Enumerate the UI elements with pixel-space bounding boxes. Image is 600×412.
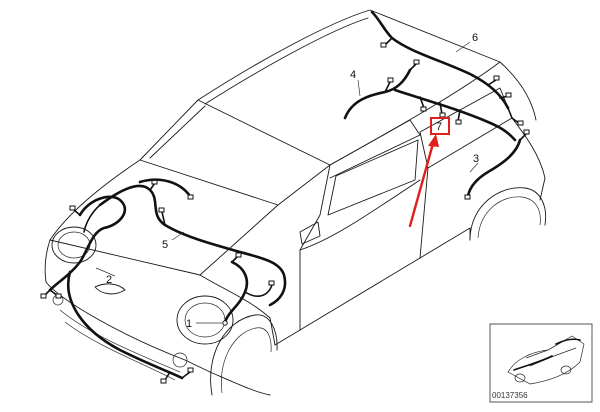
callout-7-box — [430, 117, 450, 135]
harness-1 — [222, 252, 275, 326]
callout-5: 5 — [162, 239, 168, 251]
thumbnail-car — [507, 335, 585, 385]
harness-6 — [370, 10, 524, 142]
red-arrow — [408, 138, 436, 228]
harness-4 — [343, 59, 420, 120]
callout-leaders — [95, 41, 479, 324]
harness-5 — [67, 178, 287, 384]
callout-1: 1 — [186, 318, 192, 330]
callout-6: 6 — [472, 32, 478, 44]
thumbnail-panel: 00137356 — [489, 323, 593, 403]
car-body-outline — [44, 9, 547, 396]
callout-4: 4 — [350, 69, 356, 81]
harness-3 — [464, 129, 530, 200]
callout-7: 7 — [436, 121, 442, 133]
highlight-callout-7: 7 — [408, 117, 450, 228]
thumbnail-id: 00137356 — [492, 391, 528, 400]
thumbnail-border — [489, 323, 593, 403]
callout-2: 2 — [106, 274, 112, 286]
callout-3: 3 — [473, 153, 479, 165]
red-arrowhead — [428, 134, 439, 147]
